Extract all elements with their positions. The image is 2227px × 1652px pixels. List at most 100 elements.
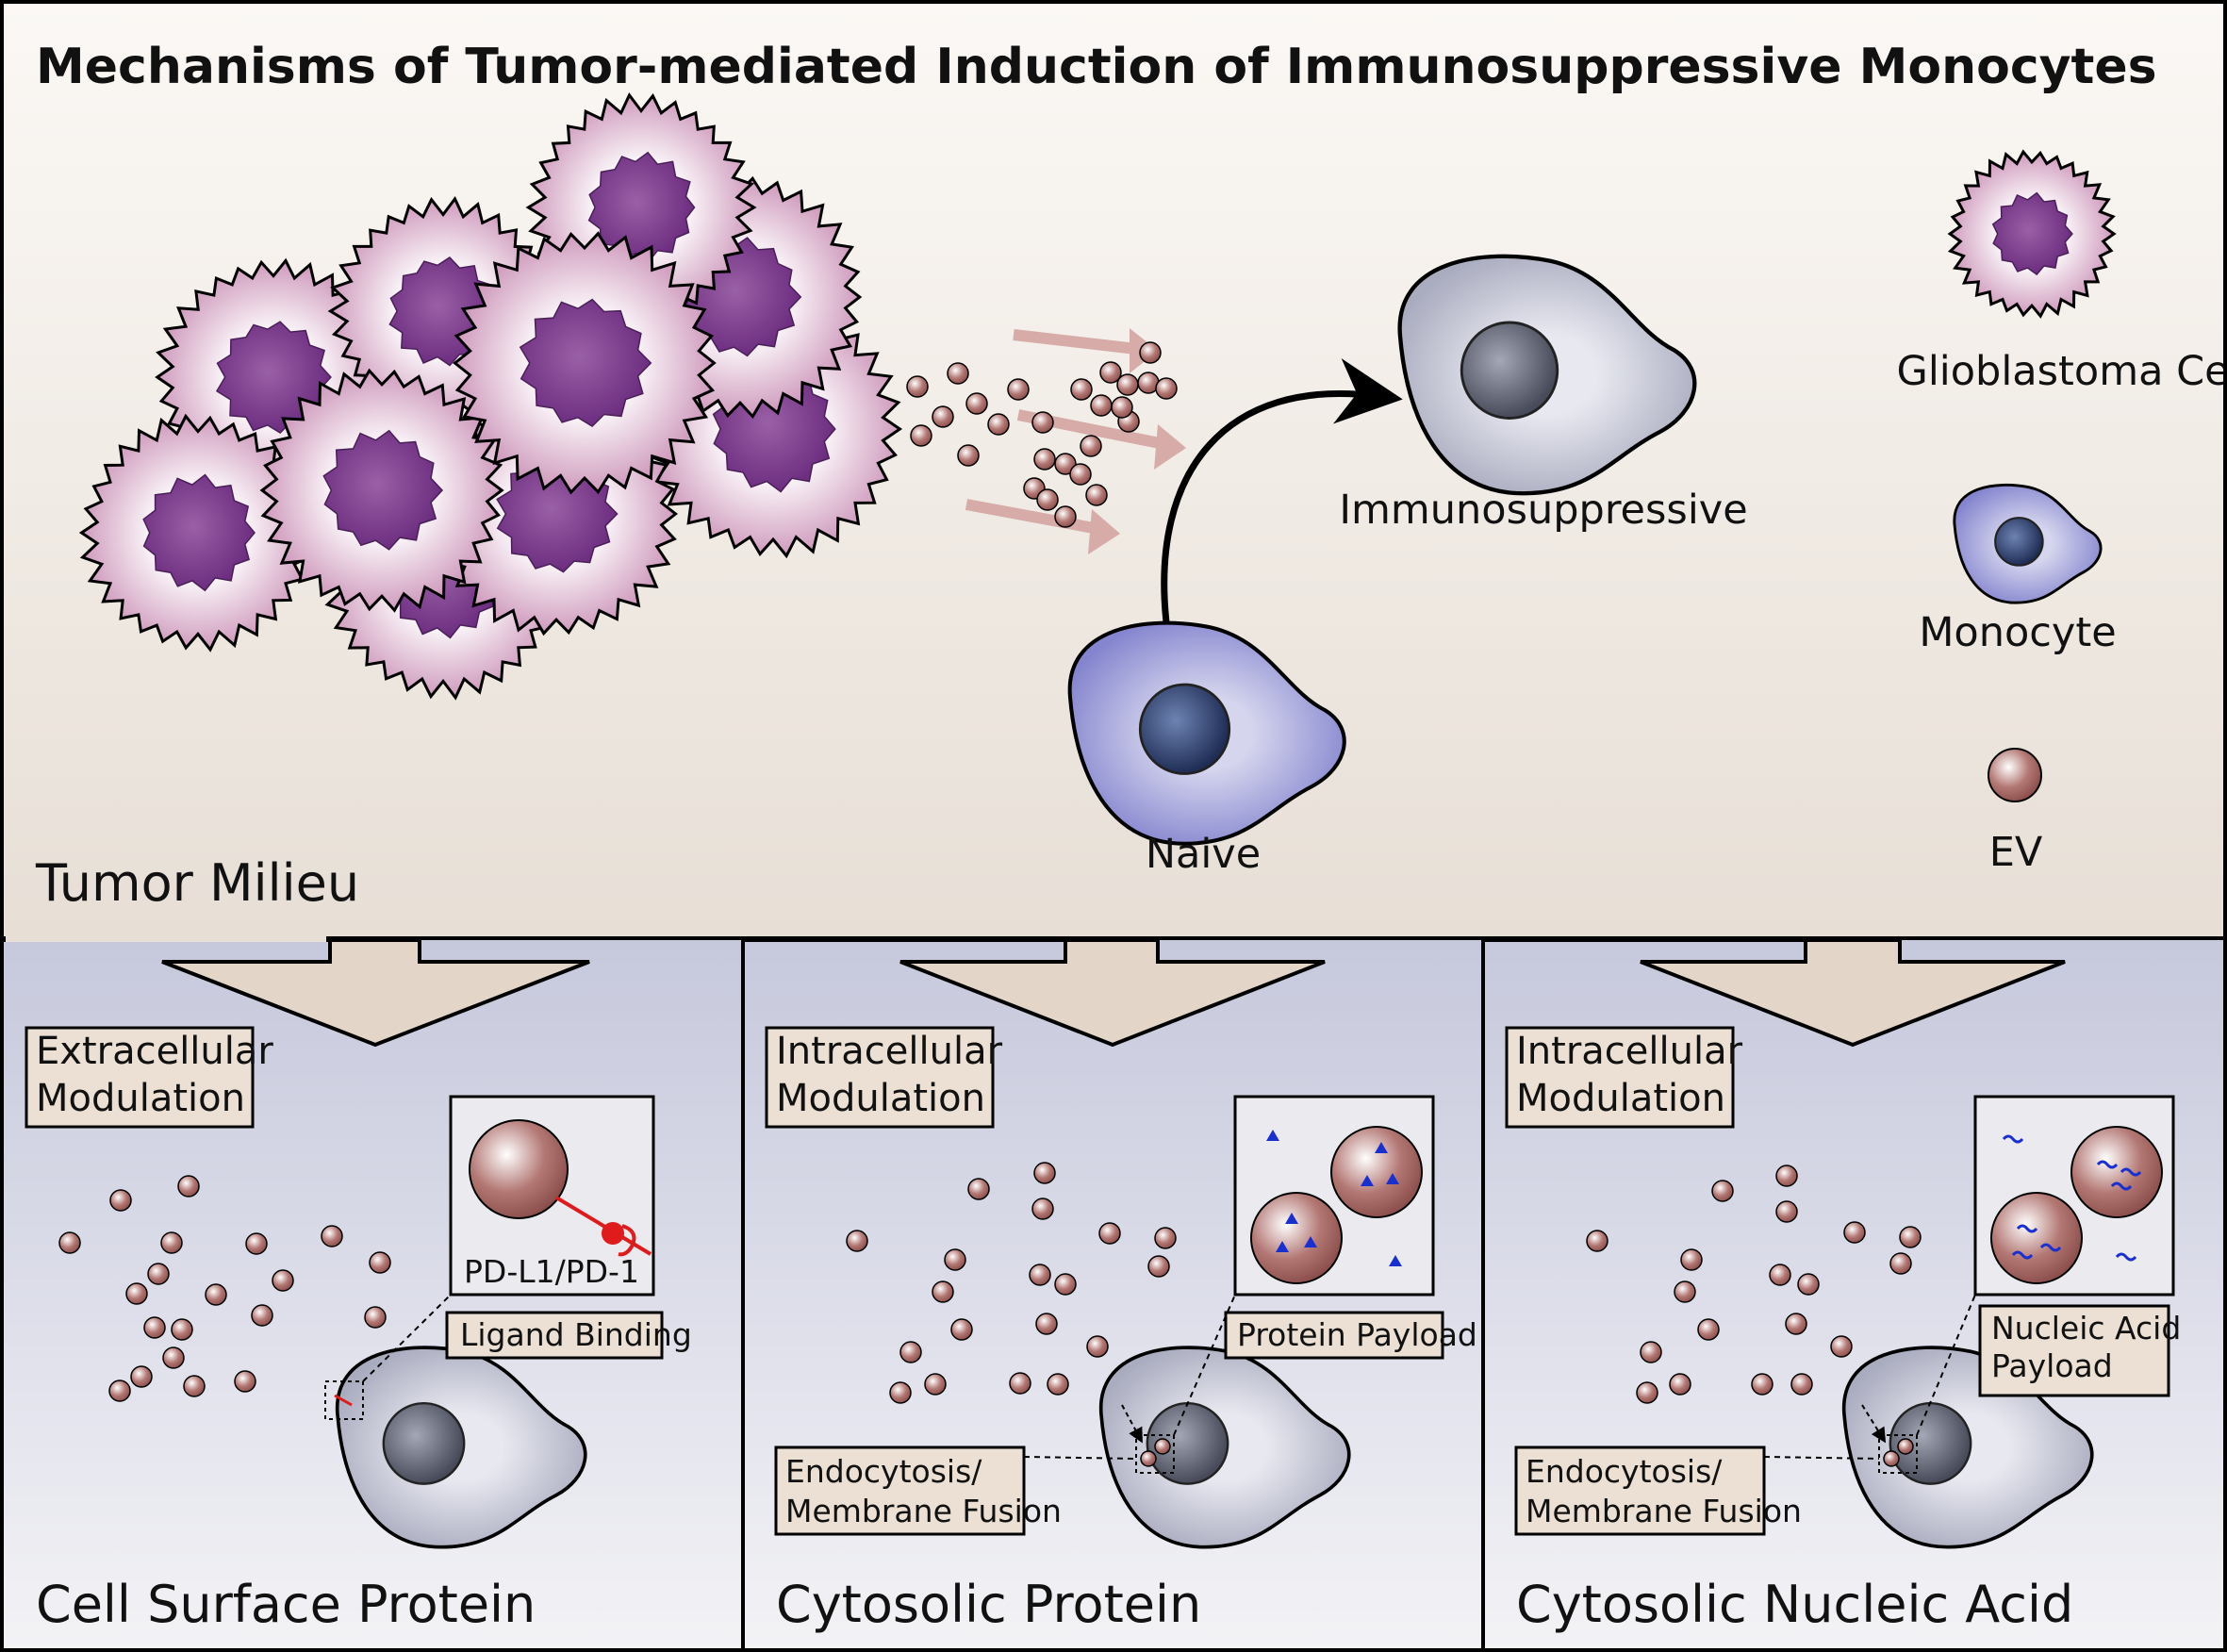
ev — [965, 392, 988, 415]
tag-box — [1978, 1304, 2170, 1397]
panel-1: ExtracellularModulationPD-L1/PD-1Ligand … — [25, 1026, 692, 1634]
ev — [889, 1381, 912, 1404]
ev — [1889, 1252, 1912, 1275]
ev — [1031, 411, 1054, 434]
ev — [987, 413, 1010, 436]
ev — [1086, 1335, 1109, 1358]
ev — [1636, 1381, 1658, 1404]
zoom-connector — [1173, 1294, 1236, 1436]
tag-label: Ligand Binding — [460, 1316, 692, 1353]
modulation-label: Modulation — [776, 1077, 985, 1120]
internalized-ev — [1883, 1450, 1900, 1467]
internalized-ev — [1140, 1450, 1157, 1467]
funnel-arrow-2 — [745, 938, 1326, 1048]
ev — [205, 1283, 227, 1306]
ev — [272, 1269, 294, 1292]
zoom-connector — [1916, 1294, 1976, 1436]
ev — [1070, 378, 1093, 401]
glioblastoma-cell — [78, 413, 318, 653]
nucleic-acid-payload — [2115, 1252, 2137, 1262]
nucleic-acid-payload — [2110, 1181, 2133, 1191]
naive-label: Naive — [1146, 831, 1261, 878]
ev — [1009, 1372, 1031, 1395]
ev-zoomed — [1990, 1192, 2083, 1284]
ev — [321, 1225, 343, 1247]
funnel-blend-1 — [6, 936, 326, 942]
ev — [924, 1373, 947, 1396]
zoom-region — [1878, 1434, 1918, 1474]
conversion-arrow — [1161, 358, 1403, 623]
tag-label: Protein Payload — [1237, 1316, 1477, 1353]
ev — [932, 1280, 954, 1303]
ev — [364, 1306, 387, 1329]
uptake-label: Membrane Fusion — [1526, 1493, 1802, 1529]
ev — [1033, 448, 1056, 471]
monocyte-icon — [1953, 483, 2103, 604]
ev — [1669, 1373, 1691, 1396]
uptake-arrow — [1121, 1404, 1143, 1444]
ev — [160, 1231, 183, 1254]
ev — [846, 1230, 868, 1252]
monocyte — [1842, 1346, 2094, 1549]
nucleic-acid-payload — [2002, 1134, 2024, 1144]
glioblastoma-cell — [259, 368, 504, 613]
uptake-label: Endocytosis/ — [785, 1453, 982, 1490]
modulation-box — [1505, 1026, 1735, 1129]
bottom-panel-background — [2, 938, 2225, 1650]
protein-payload — [1375, 1142, 1388, 1153]
protein-payload — [1304, 1236, 1317, 1247]
ev — [932, 405, 954, 428]
ev — [1099, 361, 1122, 384]
ev — [1711, 1180, 1734, 1202]
uptake-connector — [1023, 1456, 1137, 1460]
protein-payload — [1386, 1173, 1399, 1184]
arrow-head-3 — [1088, 509, 1120, 554]
tag-label: Payload — [1991, 1347, 2113, 1384]
ev — [251, 1304, 273, 1327]
ev — [957, 444, 980, 467]
monocyte — [1099, 1346, 1351, 1549]
figure-title: Mechanisms of Tumor-mediated Induction o… — [36, 39, 2157, 95]
ev — [1147, 1255, 1170, 1278]
ev — [1843, 1221, 1866, 1244]
ev — [1155, 377, 1178, 400]
ev — [1674, 1280, 1696, 1303]
ev — [1790, 1373, 1813, 1396]
ev — [1036, 488, 1059, 511]
ev — [183, 1375, 206, 1397]
legend-glioblastoma-shape — [1947, 149, 2117, 319]
ev — [1751, 1373, 1773, 1396]
ev — [1054, 1273, 1077, 1296]
panel-title: Cytosolic Nucleic Acid — [1516, 1575, 2073, 1634]
ev-zoomed — [1250, 1192, 1343, 1284]
internalized-ev — [1154, 1438, 1171, 1455]
ev — [1586, 1230, 1608, 1252]
zoom-region — [1135, 1434, 1175, 1474]
ev — [369, 1251, 391, 1274]
pd-1-receptor — [618, 1224, 636, 1257]
arrow-head-2 — [1154, 424, 1186, 470]
ev — [1899, 1226, 1922, 1248]
ev — [108, 1379, 131, 1402]
ev — [906, 375, 929, 398]
inset-label: PD-L1/PD-1 — [464, 1253, 639, 1290]
legend-glioblastoma-label: Glioblastoma Cell — [1897, 348, 2227, 395]
ev — [1116, 373, 1139, 396]
glioblastoma-cell — [453, 231, 717, 495]
ev — [1098, 1222, 1121, 1245]
ev — [910, 424, 932, 447]
nucleic-acid-payload — [2011, 1250, 2034, 1260]
ev — [1085, 484, 1108, 506]
ev — [1785, 1313, 1807, 1335]
ev — [947, 362, 969, 385]
nucleic-acid-payload — [2016, 1224, 2038, 1233]
ev — [130, 1365, 153, 1388]
modulation-label: Intracellular — [1516, 1030, 1743, 1073]
pd-l1-mini — [334, 1394, 353, 1407]
ev — [1111, 396, 1133, 419]
protein-payload — [1389, 1255, 1402, 1266]
modulation-label: Modulation — [36, 1077, 245, 1120]
ev-zoomed — [2070, 1126, 2163, 1218]
